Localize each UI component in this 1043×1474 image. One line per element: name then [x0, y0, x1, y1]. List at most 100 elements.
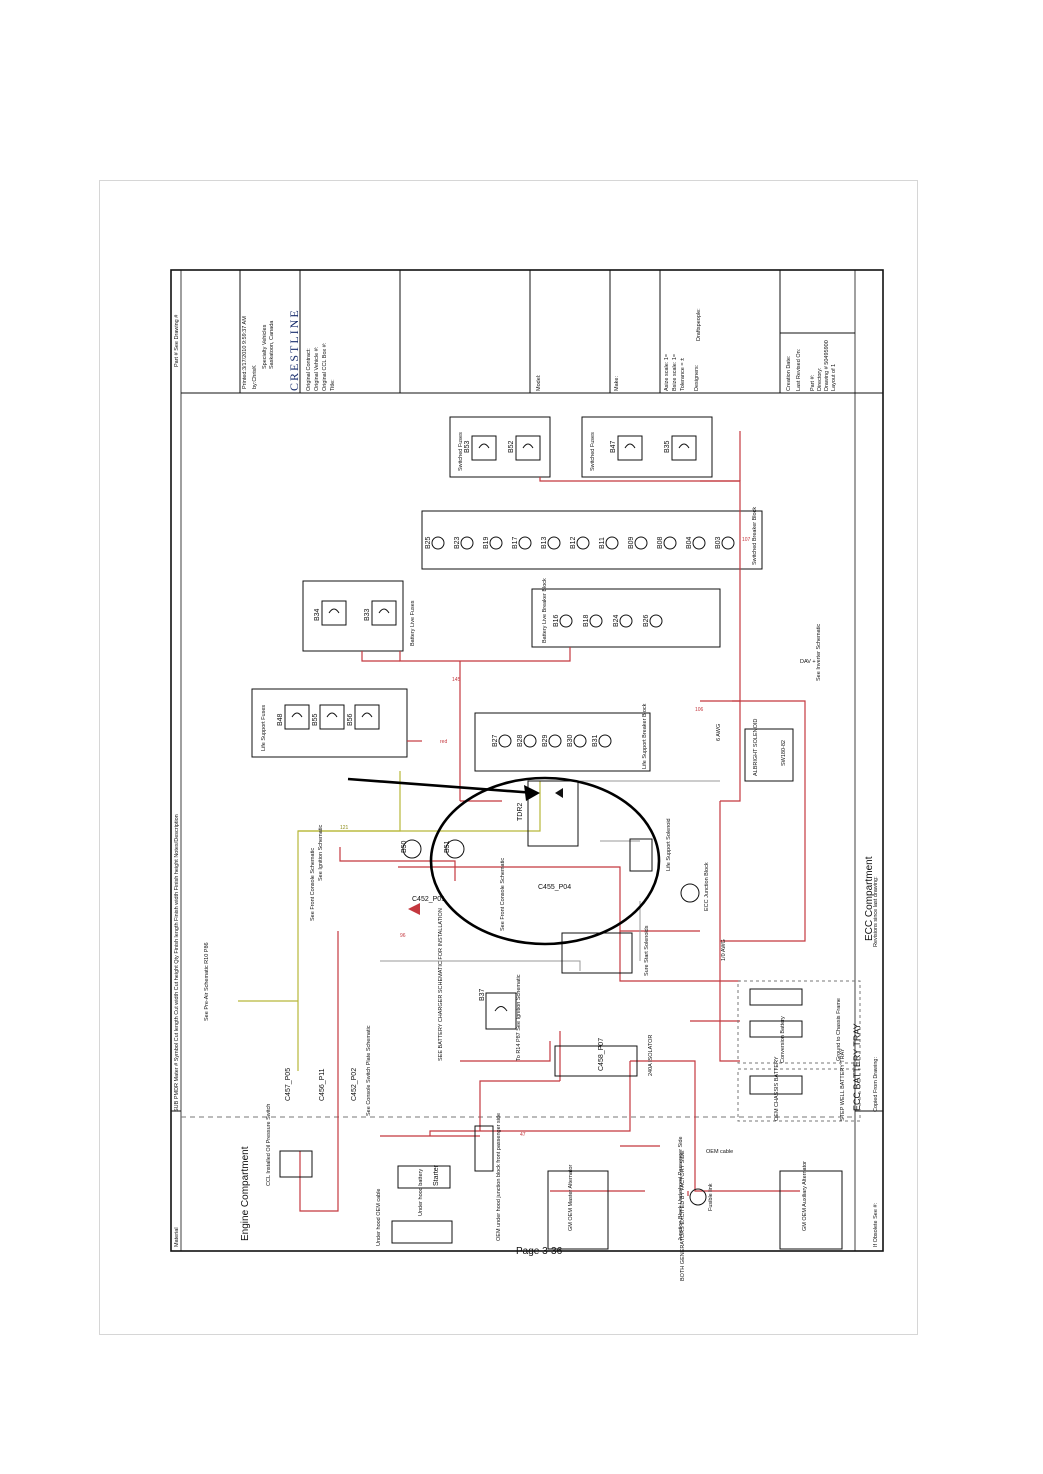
- breaker-b27: B27: [492, 734, 512, 748]
- breaker-label: B19: [483, 536, 490, 549]
- wiring-yellow: [238, 771, 541, 1071]
- wire-label-107: 107: [742, 537, 751, 543]
- oem-junction-label: OEM under hood junction block front pass…: [496, 1113, 502, 1241]
- breaker-label: B09: [628, 536, 635, 549]
- fuse-group-life-support: [251, 688, 408, 758]
- tb-directory: Directory:: [817, 367, 823, 391]
- footer-obsolete: If Obsolete See #:: [873, 1203, 879, 1247]
- tb-part: Part #:: [810, 374, 816, 391]
- note-battery-charger: SEE BATTERY CHARGER SCHEMATIC FOR INSTAL…: [438, 908, 444, 1061]
- tb-asize: Asize scale: 1=: [664, 354, 670, 391]
- highlight-arrowhead: [524, 785, 540, 801]
- connector-c457-p05: C457_P05: [285, 1068, 292, 1101]
- tb-brand: CRESTLINE: [287, 308, 301, 391]
- oem-chassis-battery-label: OEM CHASSIS BATTERY: [774, 1056, 780, 1121]
- tb-location: Saskatoon, Canada: [269, 320, 275, 369]
- frame-inner: [180, 269, 856, 1252]
- tb-printed: Printed:3/17/2010 9:59:37 AM: [242, 316, 248, 389]
- breaker-b19: B19: [483, 536, 503, 550]
- svg-text:B56: B56: [347, 713, 354, 726]
- footer-copied: Copied From Drawing:: [873, 1057, 879, 1112]
- breaker-b18: B18: [583, 614, 603, 628]
- fuse-b34: B34: [314, 600, 347, 626]
- gm-master-label: GM OEM Master Alternator: [568, 1165, 574, 1231]
- breaker-b28: B28: [517, 734, 537, 748]
- breaker-b09: B09: [628, 536, 648, 550]
- svg-text:B35: B35: [664, 440, 671, 453]
- oem-junction-block: [474, 1125, 494, 1172]
- fuse-b48: B48: [277, 704, 310, 730]
- sure-start-label: Sure Start Solenoids: [644, 925, 650, 976]
- isolator-label: 240A ISOLATOR: [648, 1035, 654, 1076]
- tb-drawing-no: Drawing # 50495900: [824, 340, 830, 391]
- fuse-b55: B55: [312, 704, 345, 730]
- breaker-b16: B16: [553, 614, 573, 628]
- fuse-b56: B56: [347, 704, 380, 730]
- wiring-red: [299, 431, 806, 1212]
- wiring-gray: [380, 780, 720, 971]
- connector-c452-p02: C452_P02: [351, 1068, 358, 1101]
- under-hood-oem-cable-label: Under hood OEM cable: [376, 1189, 382, 1246]
- life-support-solenoid: [629, 838, 653, 872]
- note-dav: DAV +: [800, 659, 816, 665]
- starter-label: Starter: [433, 1164, 440, 1186]
- oem-chassis-battery-box: [737, 1068, 861, 1122]
- both-generators-label: BOTH GENERATORS EXCITED BY FACTORY SIDE: [680, 1150, 686, 1281]
- diode-symbol: [555, 788, 563, 798]
- tb-designers: Designers:: [694, 364, 700, 391]
- note-inverter: See Inverter Schematic: [816, 624, 822, 681]
- ecc-junction-block: [680, 883, 700, 903]
- highlight-arrow: [347, 777, 536, 795]
- breaker-block-life-label: Life Support Breaker Block: [642, 703, 648, 769]
- wire-label-47: 47: [520, 1132, 526, 1138]
- fusible-label: Fusible link: [708, 1183, 714, 1211]
- starter: [397, 1165, 451, 1189]
- svg-text:B34: B34: [314, 608, 321, 621]
- breaker-label: B13: [541, 536, 548, 549]
- gm-oem-master-alternator: [547, 1170, 609, 1250]
- note-pre-air: See Pre-Air Schematic R10 P86: [204, 942, 210, 1021]
- breaker-b11: B11: [599, 536, 619, 550]
- breaker-block-battery: [531, 588, 721, 648]
- conversion-battery-1: [749, 988, 803, 1006]
- tb-creation: Creation Date:: [786, 355, 792, 391]
- wire-label-145: 145: [452, 677, 461, 683]
- under-hood-battery-label: Under hood battery: [418, 1169, 424, 1216]
- breaker-label: B03: [715, 536, 722, 549]
- fuse-b35: B35: [664, 435, 697, 461]
- wire-label-121: 121: [340, 825, 349, 831]
- tb-last-revised: Last Revised On:: [796, 348, 802, 391]
- breaker-label: B26: [643, 614, 650, 627]
- svg-text:B37: B37: [479, 988, 486, 1001]
- tb-tolerance: Tolerance = ±: [680, 358, 686, 391]
- fuse-group-switched-b: [581, 416, 713, 478]
- breaker-label: B23: [454, 536, 461, 549]
- breaker-b12: B12: [570, 536, 590, 550]
- svg-text:B53: B53: [464, 440, 471, 453]
- header-columns: SUB PMDR Mater # Symbol Cut length Cut w…: [174, 814, 180, 1112]
- section-ecc-tray: ECC BATTERY TRAY: [852, 1023, 862, 1111]
- wire-label-10awg: 1/0 AWG: [721, 939, 727, 961]
- header-part: Part # See Drawing #: [174, 314, 180, 367]
- svg-text:B51: B51: [444, 840, 451, 853]
- breaker-label: B11: [599, 537, 606, 549]
- junction-block-underhood: [689, 1188, 707, 1206]
- albright-solenoid: [744, 728, 794, 782]
- section-engine: Engine Compartment: [240, 1146, 251, 1241]
- gm-aux-label: GM OEM Auxiliary Alternator: [802, 1161, 808, 1231]
- breaker-block-switched: [421, 510, 763, 570]
- conversion-battery-box: [737, 980, 861, 1064]
- svg-text:B47: B47: [610, 440, 617, 453]
- life-support-solenoid-label: Life Support Solenoid: [666, 818, 672, 871]
- breaker-label: B30: [567, 734, 574, 747]
- fuse-b33: B33: [364, 600, 397, 626]
- highlight-circle: [429, 776, 661, 946]
- sure-start-solenoids: [561, 932, 633, 974]
- fuse-group-life-label: Life Support Fuses: [261, 705, 267, 751]
- breaker-b30: B30: [567, 734, 587, 748]
- tb-bsize: Bsize scale: 1=: [672, 354, 678, 391]
- connector-c456-p11: C456_P11: [319, 1068, 326, 1101]
- connector-c452-p01: C452_P01: [412, 896, 445, 903]
- breaker-label: B27: [492, 734, 499, 747]
